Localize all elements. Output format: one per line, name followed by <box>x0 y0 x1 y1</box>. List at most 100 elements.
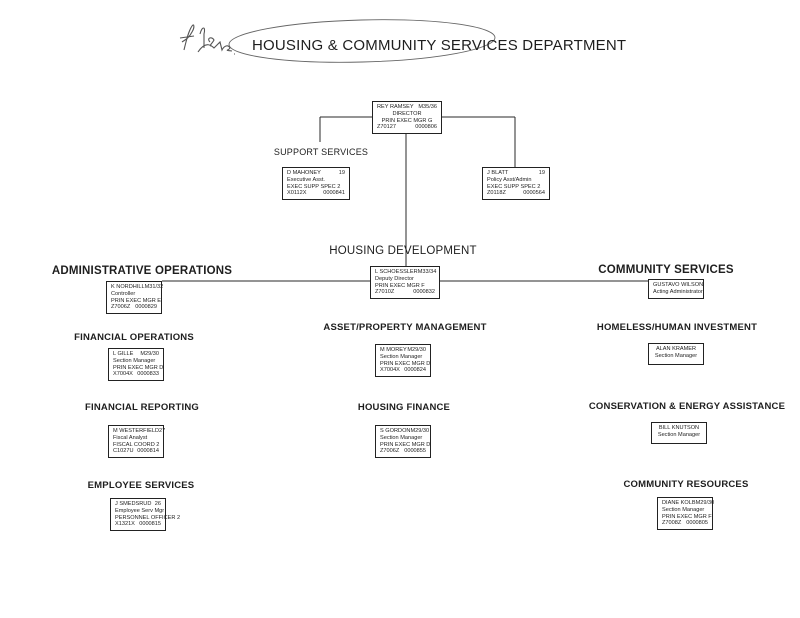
housing-development-heading: HOUSING DEVELOPMENT <box>329 245 477 257</box>
community-services-heading: COMMUNITY SERVICES <box>598 264 734 276</box>
box-name: L SCHOESSLER <box>375 269 418 275</box>
box-name: BILL KNUTSON <box>658 425 700 431</box>
box-class: FISCAL COORD 2 <box>113 441 160 448</box>
box-role: Controller <box>111 290 136 297</box>
asset-property-heading: ASSET/PROPERTY MANAGEMENT <box>323 322 487 333</box>
administrative-operations-heading: ADMINISTRATIVE OPERATIONS <box>51 265 233 277</box>
box-code: Z7006Z <box>380 448 400 455</box>
box-grade: 19 <box>538 170 545 176</box>
box-role: Acting Administrator <box>653 288 703 295</box>
box-pos: 0000814 <box>137 448 159 455</box>
support-services-heading: SUPPORT SERVICES <box>273 147 369 157</box>
box-pos: 0000815 <box>139 521 161 528</box>
box-name: DIANE KOLB <box>662 500 696 506</box>
box-code: Z7010Z <box>375 289 395 296</box>
box-name: ALAN KRAMER <box>655 346 697 352</box>
box-pos: 0000855 <box>404 448 426 455</box>
box-pos: 0000841 <box>323 190 345 197</box>
box-name: L GILLE <box>113 351 134 357</box>
box-code: Z7008Z <box>662 520 682 527</box>
box-grade: M33/34 <box>417 269 437 275</box>
box-name: S GORDON <box>380 428 411 434</box>
box-name: M WESTERFIELD <box>113 428 159 434</box>
box-code: Z0118Z <box>487 190 506 197</box>
director-pos: 0000806 <box>415 124 437 131</box>
box-code: X1321X <box>115 521 135 528</box>
box-role: Deputy Director <box>375 275 414 282</box>
box-class: PRIN EXEC MGR D <box>380 360 431 367</box>
conservation-box: BILL KNUTSON Section Manager <box>651 422 707 444</box>
box-class: PERSONNEL OFFICER 2 <box>115 514 181 521</box>
director-role: DIRECTOR <box>392 110 422 117</box>
box-grade: M29/30 <box>407 347 426 353</box>
box-code: X7004X <box>380 367 400 374</box>
director-grade: M35/36 <box>418 104 437 110</box>
box-code: X7004X <box>113 371 133 378</box>
box-role: Section Manager <box>380 434 423 441</box>
box-role: Fiscal Analyst <box>113 434 148 441</box>
box-code: C1027U <box>113 448 134 455</box>
box-name: J BLATT <box>487 170 509 176</box>
box-class: EXEC SUPP SPEC 2 <box>287 183 341 190</box>
support-left-box: D MAHONEY 19 Executive Asst. EXEC SUPP SP… <box>282 167 350 201</box>
housing-finance-heading: HOUSING FINANCE <box>357 402 451 413</box>
director-name: REY RAMSEY <box>377 104 414 110</box>
box-name: D MAHONEY <box>287 170 321 176</box>
financial-reporting-heading: FINANCIAL REPORTING <box>85 402 199 413</box>
box-role: Section Manager <box>113 357 156 364</box>
employee-services-heading: EMPLOYEE SERVICES <box>87 480 195 491</box>
homeless-heading: HOMELESS/HUMAN INVESTMENT <box>596 322 758 333</box>
box-grade: 26 <box>154 501 161 507</box>
box-pos: 0000833 <box>137 371 159 378</box>
box-role: Section Manager <box>657 431 701 438</box>
box-name: GUSTAVO WILSON <box>653 282 704 288</box>
box-code: X0112X <box>287 190 307 197</box>
box-grade: 27 <box>159 428 166 434</box>
conservation-heading: CONSERVATION & ENERGY ASSISTANCE <box>588 401 786 412</box>
box-code: Z7006Z <box>111 304 131 311</box>
financial-operations-heading: FINANCIAL OPERATIONS <box>74 332 194 343</box>
box-name: M MOREY <box>380 347 407 353</box>
financial-operations-box: L GILLE M29/30 Section Manager PRIN EXEC … <box>108 348 164 382</box>
director-code: Z70127 <box>377 124 396 131</box>
box-class: EXEC SUPP SPEC 2 <box>487 183 541 190</box>
community-resources-heading: COMMUNITY RESOURCES <box>623 479 749 490</box>
box-grade: 19 <box>338 170 345 176</box>
box-name: J SMEDSRUD <box>115 501 152 507</box>
handwritten-file-note <box>179 24 235 55</box>
box-grade: M29/30 <box>695 500 715 506</box>
box-role: Section Manager <box>380 353 423 360</box>
box-role: Policy Asst/Admin <box>487 176 532 183</box>
box-role: Executive Asst. <box>287 176 325 183</box>
box-pos: 0000829 <box>135 304 157 311</box>
homeless-box: ALAN KRAMER Section Manager <box>648 343 704 365</box>
box-name: K NORDHILL <box>111 284 145 290</box>
director-class: PRIN EXEC MGR G <box>381 117 433 124</box>
box-pos: 0000805 <box>686 520 708 527</box>
box-class: PRIN EXEC MGR E <box>111 297 162 304</box>
box-pos: 0000832 <box>413 289 435 296</box>
box-class: PRIN EXEC MGR D <box>380 441 431 448</box>
community-services-box: GUSTAVO WILSON Acting Administrator <box>648 279 704 299</box>
director-box: REY RAMSEY M35/36 DIRECTOR PRIN EXEC MGR … <box>372 101 442 135</box>
box-role: Employee Serv Mgr <box>115 507 165 514</box>
box-role: Section Manager <box>654 352 698 359</box>
page-title: HOUSING & COMMUNITY SERVICES DEPARTMENT <box>252 37 627 54</box>
support-right-box: J BLATT 19 Policy Asst/Admin EXEC SUPP SP… <box>482 167 550 201</box>
box-class: PRIN EXEC MGR F <box>662 513 712 520</box>
box-grade: M29/30 <box>140 351 159 357</box>
box-pos: 0000824 <box>404 367 426 374</box>
box-grade: M29/30 <box>410 428 430 434</box>
box-class: PRIN EXEC MGR D <box>113 364 164 371</box>
box-grade: M31/32 <box>144 284 164 290</box>
box-pos: 0000564 <box>523 190 545 197</box>
box-class: PRIN EXEC MGR F <box>375 282 425 289</box>
box-role: Section Manager <box>662 506 705 513</box>
